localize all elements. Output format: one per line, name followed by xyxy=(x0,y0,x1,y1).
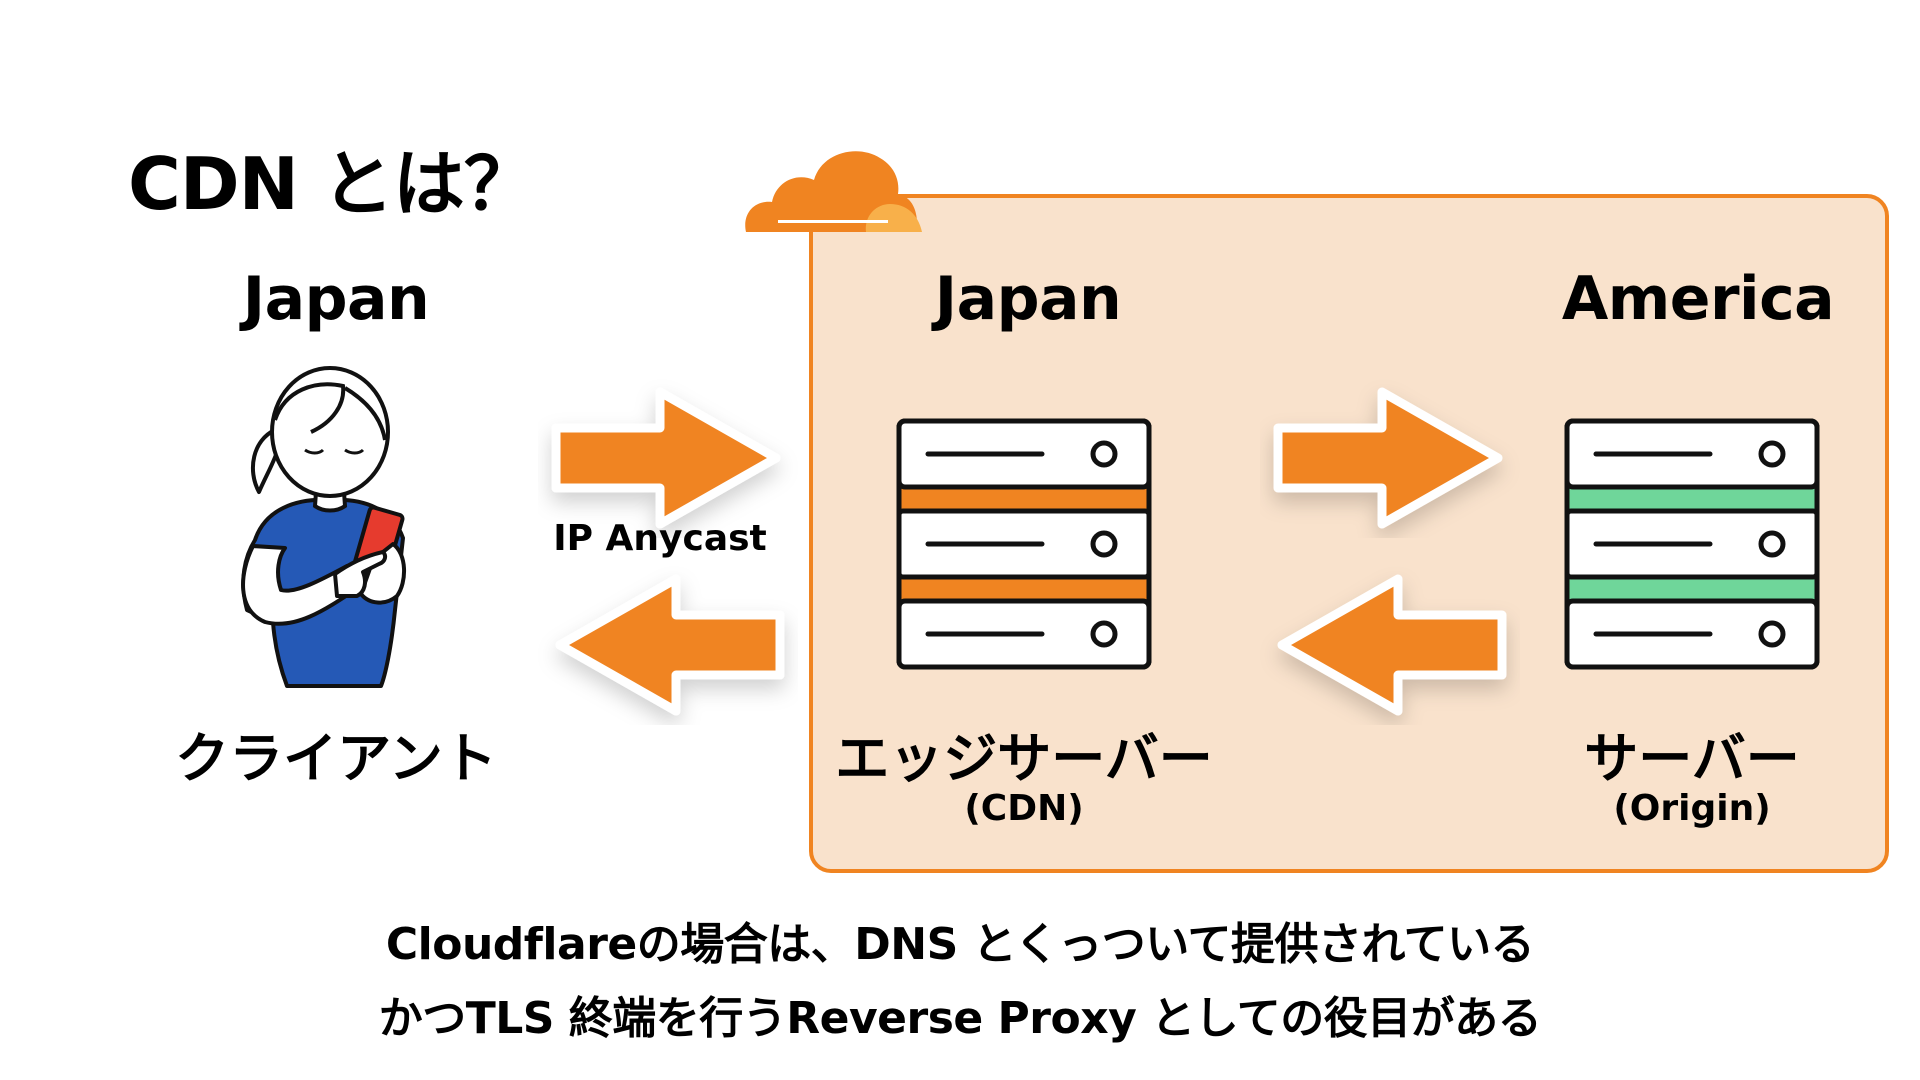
arrow-left-icon xyxy=(555,574,785,716)
arrow-right-icon xyxy=(551,387,781,529)
page-title: CDN とは？ xyxy=(128,142,536,226)
edge-server-sublabel: (CDN) xyxy=(964,788,1084,829)
edge-server-label: エッジサーバー xyxy=(835,727,1213,790)
person-with-phone-icon xyxy=(241,366,406,688)
origin-server-sublabel: (Origin) xyxy=(1613,788,1771,829)
ip-anycast-label: IP Anycast xyxy=(553,518,767,559)
origin-server-icon xyxy=(1564,418,1820,670)
caption-line-1: Cloudflareの場合は、DNS とくっついて提供されている xyxy=(385,919,1535,970)
client-region-heading: Japan xyxy=(242,264,430,334)
arrow-right-icon xyxy=(1273,387,1503,529)
cloudflare-logo-icon xyxy=(745,151,922,232)
arrow-left-icon xyxy=(1277,574,1507,716)
origin-server-label: サーバー xyxy=(1584,727,1800,790)
client-label: クライアント xyxy=(175,727,497,790)
caption-line-2: かつTLS 終端を行うReverse Proxy としての役目がある xyxy=(378,993,1542,1044)
edge-server-icon xyxy=(896,418,1152,670)
origin-region-heading: America xyxy=(1561,264,1835,334)
edge-region-heading: Japan xyxy=(934,264,1122,334)
